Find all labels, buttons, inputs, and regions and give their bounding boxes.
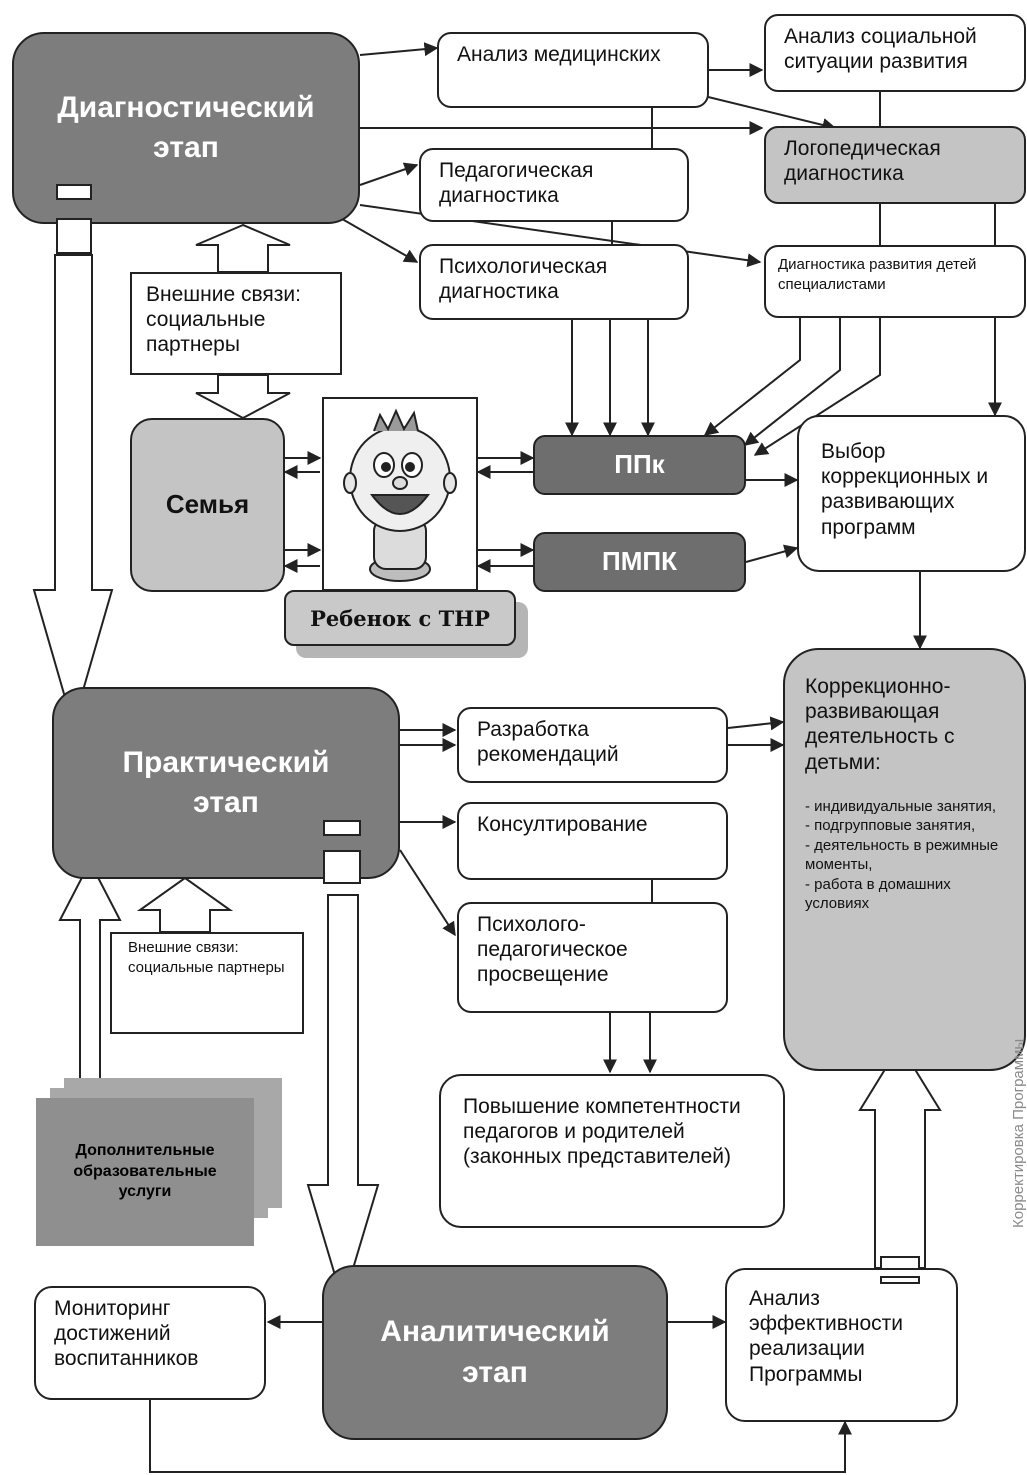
correction-item: - деятельность в режимные моменты,: [805, 836, 999, 874]
specialists-diagnostics-box: Диагностика развития детей специалистами: [764, 245, 1026, 318]
correction-item: - индивидуальные занятия,: [805, 797, 997, 815]
family-box: Семья: [130, 418, 285, 592]
diagnostic-stage-label: Диагностический этап: [57, 90, 315, 165]
pmpk-label: ПМПК: [602, 546, 677, 577]
additional-services-box: Дополнительные образовательные услуги: [36, 1098, 254, 1246]
recommendations-box: Разработка рекомендаций: [457, 707, 728, 783]
child-illustration: [322, 397, 478, 591]
efficiency-box: Анализ эффективности реализации Программ…: [725, 1268, 958, 1422]
ppk-label: ППк: [614, 449, 665, 480]
speech-diagnostics-box: Логопедическая диагностика: [764, 126, 1026, 204]
correction-activity-list: - индивидуальные занятия, - подгрупповые…: [805, 797, 1004, 914]
external-links-top-box: Внешние связи: социальные партнеры: [130, 272, 342, 375]
efficiency-connector-top: [880, 1256, 920, 1270]
correction-item: - работа в домашних условиях: [805, 875, 951, 913]
pmpk-box: ПМПК: [533, 532, 746, 592]
competence-label: Повышение компетентности педагогов и род…: [463, 1095, 741, 1169]
practical-stage-label: Практический этап: [122, 745, 330, 820]
practical-stage-connector-large: [323, 850, 361, 884]
child-label: Ребенок с ТНР: [284, 590, 516, 646]
social-situation-label: Анализ социальной ситуации развития: [784, 25, 977, 74]
vertical-note: Корректировка Программы: [1010, 1038, 1027, 1228]
social-situation-box: Анализ социальной ситуации развития: [764, 14, 1026, 92]
analytical-stage-label: Аналитический этап: [380, 1315, 610, 1389]
pedagogical-diagnostics-box: Педагогическая диагностика: [419, 148, 689, 222]
program-choice-label: Выбор коррекционных и развивающих програ…: [821, 440, 989, 539]
analytical-stage: Аналитический этап: [322, 1265, 668, 1440]
correction-activity-box: Коррекционно-развивающая деятельность с …: [783, 648, 1026, 1071]
competence-box: Повышение компетентности педагогов и род…: [439, 1074, 785, 1228]
psychological-diagnostics-box: Психологическая диагностика: [419, 244, 689, 320]
consulting-box: Консултирование: [457, 802, 728, 880]
external-links-bottom-box: Внешние связи: социальные партнеры: [110, 932, 304, 1034]
speech-diagnostics-label: Логопедическая диагностика: [784, 137, 941, 186]
efficiency-connector-bottom: [880, 1276, 920, 1284]
medical-analysis-box: Анализ медицинских: [437, 32, 709, 108]
correction-activity-title: Коррекционно-развивающая деятельность с …: [805, 675, 955, 774]
psychological-diagnostics-label: Психологическая диагностика: [439, 255, 608, 304]
family-label: Семья: [165, 489, 250, 520]
monitoring-label: Мониторинг достижений воспитанников: [54, 1297, 199, 1371]
specialists-diagnostics-label: Диагностика развития детей специалистами: [778, 256, 977, 293]
recommendations-label: Разработка рекомендаций: [477, 718, 619, 767]
monitoring-box: Мониторинг достижений воспитанников: [34, 1286, 266, 1400]
correction-item: - подгрупповые занятия,: [805, 817, 976, 835]
diagnostic-stage-connector-large: [56, 218, 92, 254]
education-label: Психолого-педагогическое просвещение: [477, 913, 628, 987]
child-face-icon: [343, 408, 457, 582]
additional-services-label: Дополнительные образовательные услуги: [73, 1141, 217, 1201]
external-links-top-label: Внешние связи: социальные партнеры: [146, 283, 301, 357]
efficiency-label: Анализ эффективности реализации Программ…: [749, 1287, 904, 1386]
diagnostic-stage-connector-small: [56, 184, 92, 200]
education-box: Психолого-педагогическое просвещение: [457, 902, 728, 1013]
program-choice-box: Выбор коррекционных и развивающих програ…: [797, 415, 1026, 572]
medical-analysis-label: Анализ медицинских: [457, 43, 661, 66]
ppk-box: ППк: [533, 435, 746, 495]
pedagogical-diagnostics-label: Педагогическая диагностика: [439, 159, 594, 208]
practical-stage: Практический этап: [52, 687, 400, 879]
external-links-bottom-label: Внешние связи: социальные партнеры: [128, 939, 285, 976]
consulting-label: Консултирование: [477, 813, 648, 836]
practical-stage-connector-small: [323, 820, 361, 836]
